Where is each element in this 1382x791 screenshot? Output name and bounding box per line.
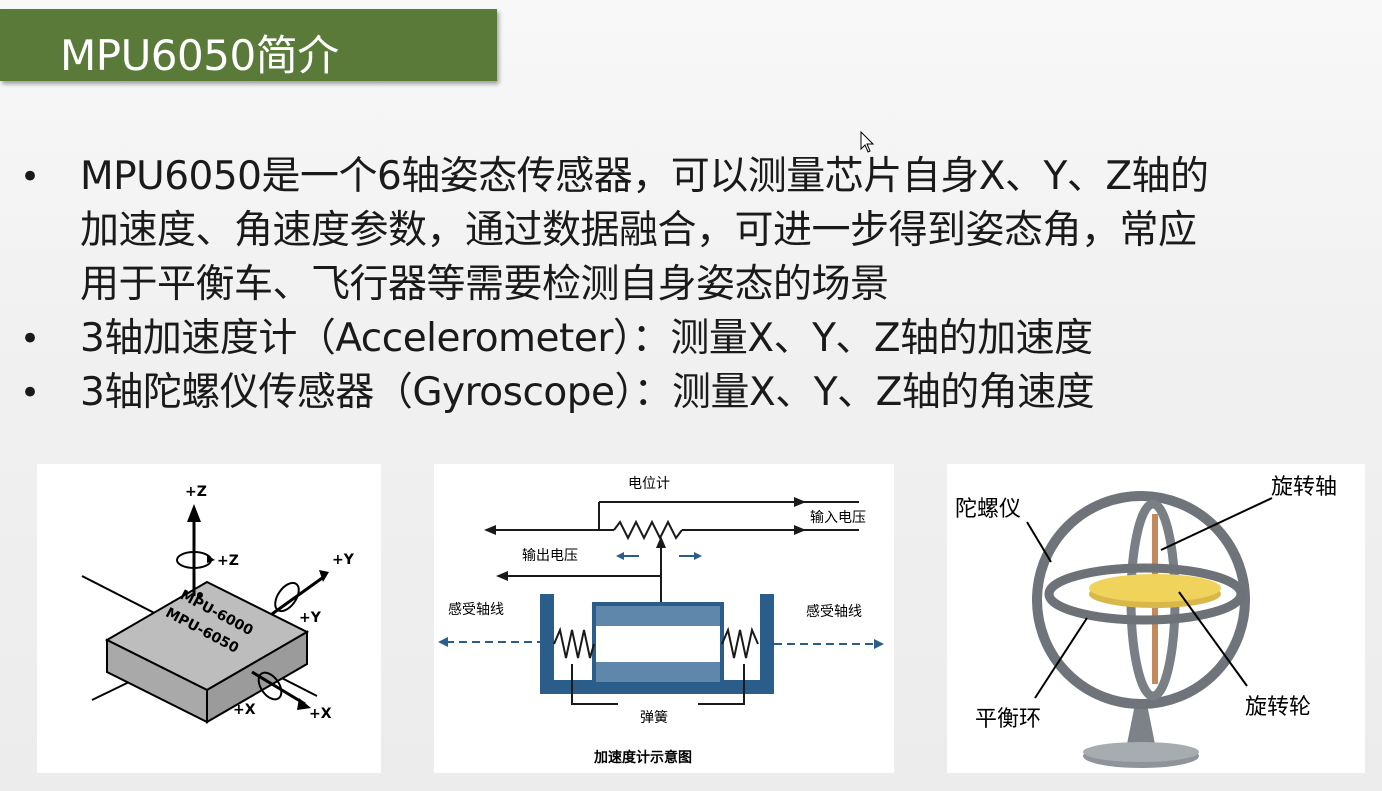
bullet-dot: • xyxy=(20,319,40,359)
bullet-item-gyroscope: • 3轴陀螺仪传感器（Gyroscope）：测量X、Y、Z轴的角速度 xyxy=(20,366,1380,420)
bullet-dot: • xyxy=(20,157,40,197)
label-sense-axis-right: 感受轴线 xyxy=(806,603,862,620)
label-spring: 弹簧 xyxy=(640,710,668,726)
label-input-voltage: 输入电压 xyxy=(810,510,866,526)
bullet-text-line: 3轴陀螺仪传感器（Gyroscope）：测量X、Y、Z轴的角速度 xyxy=(80,370,1095,415)
label-gimbal-ring: 平衡环 xyxy=(975,707,1041,732)
label-output-voltage: 输出电压 xyxy=(522,548,578,564)
figure-caption: 加速度计示意图 xyxy=(593,749,692,766)
label-sense-axis-left: 感受轴线 xyxy=(448,601,504,618)
figure-accelerometer: 电位计 输入电压 输出电压 感受轴线 感受轴线 弹簧 加速度计示意图 xyxy=(434,464,894,773)
rotation-label-x: +X xyxy=(233,702,256,718)
title-banner: MPU6050简介 xyxy=(0,9,497,81)
figure-gyroscope: 陀螺仪 旋转轴 平衡环 旋转轮 xyxy=(947,464,1365,773)
label-potentiometer: 电位计 xyxy=(628,476,670,492)
axis-label-z: +Z xyxy=(185,484,207,500)
bullet-text-line: MPU6050是一个6轴姿态传感器，可以测量芯片自身X、Y、Z轴的 xyxy=(80,154,1209,199)
bullet-list: • MPU6050是一个6轴姿态传感器，可以测量芯片自身X、Y、Z轴的 加速度、… xyxy=(20,150,1380,420)
bullet-item-6axis: • MPU6050是一个6轴姿态传感器，可以测量芯片自身X、Y、Z轴的 加速度、… xyxy=(20,150,1380,312)
bullet-dot: • xyxy=(20,373,40,413)
label-rotor: 旋转轮 xyxy=(1245,695,1311,720)
bullet-text-line: 加速度、角速度参数，通过数据融合，可进一步得到姿态角，常应 xyxy=(80,208,1197,253)
rotation-label-z: +Z xyxy=(217,553,239,569)
mouse-cursor-icon xyxy=(860,131,875,153)
bullet-text-line: 用于平衡车、飞行器等需要检测自身姿态的场景 xyxy=(80,262,889,307)
slide-title: MPU6050简介 xyxy=(60,31,339,80)
label-gyroscope: 陀螺仪 xyxy=(955,497,1021,522)
rotation-label-y: +Y xyxy=(299,610,322,626)
axis-label-x: +X xyxy=(309,706,332,722)
axis-label-y: +Y xyxy=(332,552,355,568)
figure-chip-axes: MPU-6000 MPU-6050 +Z +Z +Y +Y +X +X xyxy=(37,464,381,773)
label-spin-axis: 旋转轴 xyxy=(1271,475,1337,500)
bullet-item-accelerometer: • 3轴加速度计（Accelerometer）：测量X、Y、Z轴的加速度 xyxy=(20,312,1380,366)
bullet-text-line: 3轴加速度计（Accelerometer）：测量X、Y、Z轴的加速度 xyxy=(80,316,1093,361)
